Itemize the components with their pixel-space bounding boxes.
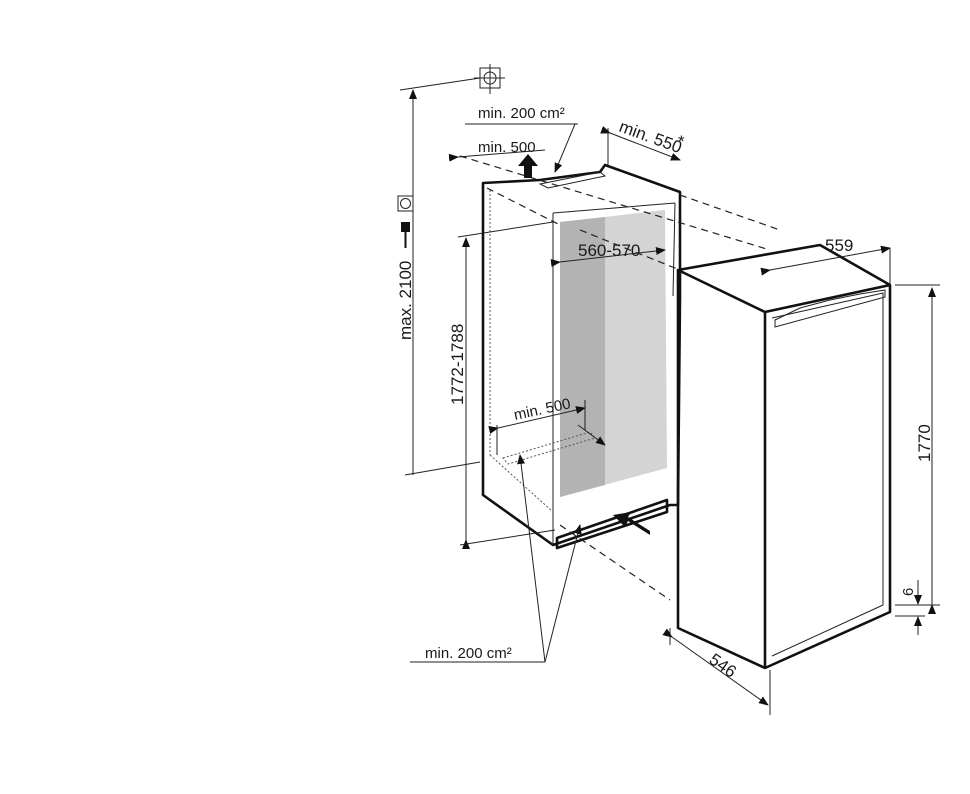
socket-icon xyxy=(397,195,414,212)
appliance-width-label: 559 xyxy=(825,236,853,255)
bottom-vent-area-label: min. 200 cm² xyxy=(425,645,512,662)
top-vent-area-label: min. 200 cm² xyxy=(478,105,565,122)
max-height-label: max. 2100 xyxy=(396,261,415,340)
bottom-rear-vent xyxy=(502,431,596,465)
appliance-vent xyxy=(774,289,886,328)
water-connection-icon xyxy=(474,64,505,94)
niche-height-label: 1772-1788 xyxy=(448,324,467,405)
plug-icon xyxy=(401,222,410,248)
top-vent-grille xyxy=(538,171,607,189)
niche-depth-note: * xyxy=(678,132,685,151)
plinth-gap-label: 6 xyxy=(900,588,917,596)
top-vent-width-label: min. 500 xyxy=(478,139,536,156)
niche xyxy=(481,163,682,550)
airflow-up-arrow xyxy=(518,154,538,178)
niche-depth-label: min. 550 xyxy=(617,117,685,157)
airflow-in-arrow xyxy=(613,512,650,535)
appliance-height-label: 1770 xyxy=(915,424,934,462)
appliance xyxy=(676,243,892,670)
niche-width-label: 560-570 xyxy=(578,241,640,260)
